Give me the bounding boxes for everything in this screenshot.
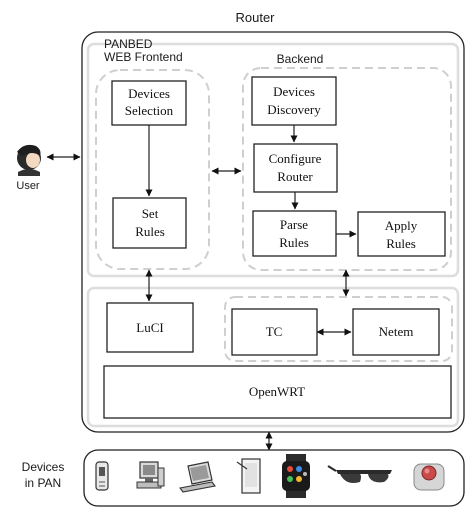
tc-box: TC [231, 308, 318, 356]
devices-selection-line2: Selection [125, 103, 174, 118]
apply-rules-line1: Apply [385, 218, 418, 233]
smart-glasses-icon [327, 465, 392, 483]
smartwatch-icon [282, 454, 310, 498]
netem-box: Netem [352, 308, 440, 356]
configure-router-box: Configure Router [253, 143, 338, 193]
parse-rules-line1: Parse [280, 217, 308, 232]
devices-discovery-box: Devices Discovery [251, 76, 337, 126]
backend-group [242, 67, 452, 271]
apply-rules-line2: Rules [386, 236, 416, 251]
set-rules-line1: Set [142, 206, 159, 221]
set-rules-box: Set Rules [112, 197, 187, 249]
web-frontend-label: WEB Frontend [104, 50, 183, 64]
devices-label-line1: Devices [22, 460, 65, 474]
luci-box: LuCI [106, 302, 194, 353]
parse-rules-box: Parse Rules [252, 210, 337, 257]
frontend-group [95, 69, 210, 270]
user-icon [17, 144, 41, 176]
apply-rules-box: Apply Rules [357, 211, 446, 257]
netem-label: Netem [379, 324, 414, 339]
traffic-control-group [224, 296, 453, 362]
parse-rules-line2: Rules [279, 235, 309, 250]
luci-label: LuCI [136, 320, 163, 335]
devices-bar [83, 449, 465, 507]
sensor-button-icon [413, 463, 445, 491]
configure-router-line2: Router [277, 169, 313, 184]
openwrt-label: OpenWRT [249, 384, 305, 399]
set-rules-line2: Rules [135, 224, 165, 239]
devices-discovery-line2: Discovery [267, 102, 321, 117]
user-label: User [16, 180, 40, 192]
desktop-pc-icon [136, 461, 165, 489]
laptop-icon [179, 461, 216, 493]
tablet-icon [236, 458, 261, 494]
phone-icon [95, 461, 109, 491]
devices-label-line2: in PAN [25, 476, 61, 490]
backend-label: Backend [277, 52, 324, 66]
devices-selection-line1: Devices [128, 86, 170, 101]
devices-discovery-line1: Devices [273, 84, 315, 99]
configure-router-line1: Configure [269, 151, 322, 166]
openwrt-box: OpenWRT [103, 365, 452, 419]
devices-selection-box: Devices Selection [111, 80, 187, 126]
panbed-label: PANBED [104, 37, 153, 51]
router-title: Router [235, 10, 275, 25]
tc-label: TC [266, 324, 283, 339]
